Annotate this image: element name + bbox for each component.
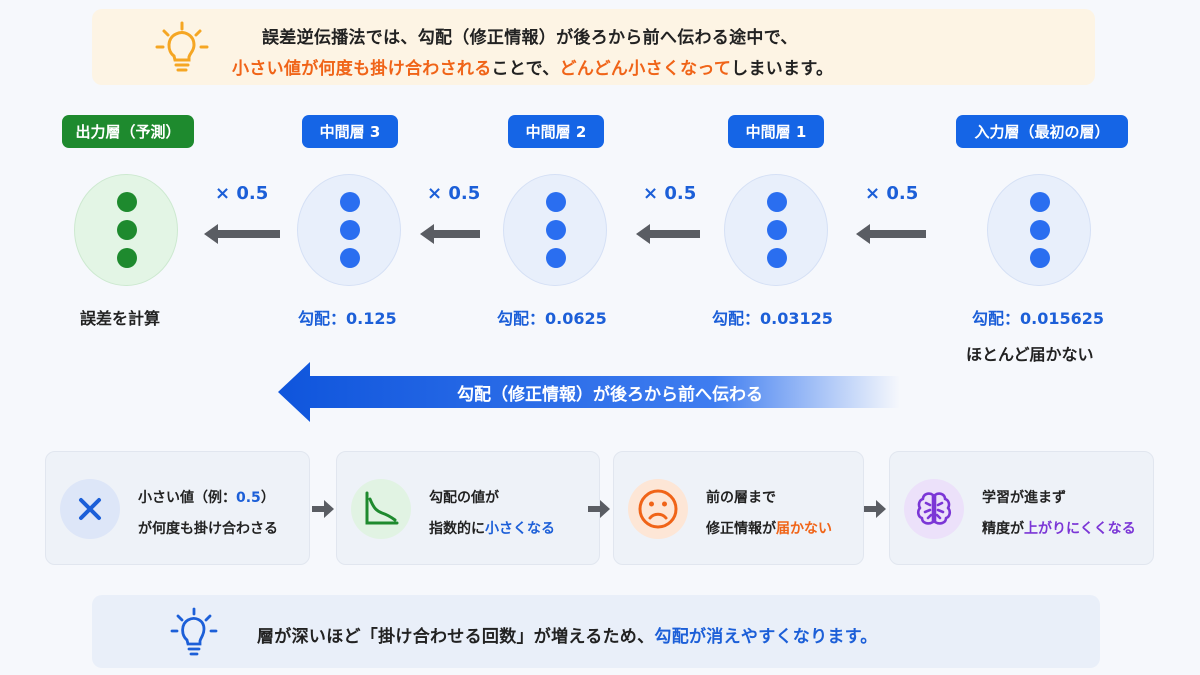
neuron-dot	[1030, 192, 1050, 212]
right-arrow-icon	[864, 500, 886, 518]
neuron-dot	[546, 192, 566, 212]
flow-step-2-line-2: 指数的に小さくなる	[429, 518, 555, 538]
neuron-dot	[117, 192, 137, 212]
flow-step-1-example-value: 0.5	[236, 490, 261, 506]
banner-highlight-2: どんどん小さくなって	[559, 59, 732, 79]
decreasing-chart-icon	[351, 479, 411, 539]
input-layer-gradient: 勾配：0.015625	[972, 309, 1105, 328]
left-arrow-icon	[856, 224, 926, 244]
hidden-layer-1-gradient: 勾配：0.03125	[712, 309, 833, 328]
flow-step-4-line-2: 精度が上がりにくくなる	[982, 518, 1136, 538]
right-arrow-icon	[312, 500, 334, 518]
hidden-layer-3-node	[297, 174, 401, 286]
banner-line-1: 誤差逆伝播法では、勾配（修正情報）が後ろから前へ伝わる途中で、	[262, 28, 798, 48]
neuron-dot	[340, 248, 360, 268]
flow-step-1-line-2: が何度も掛け合わさる	[138, 521, 278, 537]
output-layer-label: 出力層（予測）	[62, 115, 194, 148]
footer-message: 層が深いほど「掛け合わせる回数」が増えるため、勾配が消えやすくなります。	[257, 622, 878, 647]
close-icon	[60, 479, 120, 539]
input-layer-node	[987, 174, 1091, 286]
flow-step-2-line-1: 勾配の値が	[429, 490, 499, 506]
hidden-layer-1-node	[724, 174, 828, 286]
neuron-dot	[767, 192, 787, 212]
multiplier-label: × 0.5	[215, 183, 269, 204]
multiplier-label: × 0.5	[643, 183, 697, 204]
flow-step-2-text-a: 指数的に	[429, 521, 485, 537]
flow-step-1-card: 小さい値（例：0.5） が何度も掛け合わさる	[45, 451, 310, 565]
hidden-layer-3-gradient: 勾配：0.125	[298, 309, 397, 328]
flow-step-3-line-2: 修正情報が届かない	[706, 518, 832, 538]
right-arrow-icon	[588, 500, 610, 518]
left-arrow-icon	[204, 224, 280, 244]
neuron-dot	[767, 248, 787, 268]
hidden-layer-1-label: 中間層 1	[728, 115, 824, 148]
multiplier-label: × 0.5	[427, 183, 481, 204]
hidden-layer-2-gradient: 勾配：0.0625	[497, 309, 607, 328]
footer-highlight: 勾配が消えやすくなります。	[654, 627, 878, 647]
flow-step-2-card: 勾配の値が 指数的に小さくなる	[336, 451, 600, 565]
banner-text-4: しまいます。	[731, 59, 834, 79]
neuron-dot	[340, 220, 360, 240]
flow-step-3-line-1: 前の層まで	[706, 490, 776, 506]
left-arrow-icon	[636, 224, 700, 244]
sad-face-icon	[628, 479, 688, 539]
neuron-dot	[117, 248, 137, 268]
hidden-layer-2-node	[503, 174, 607, 286]
flow-step-1-text-a: 小さい値（例：	[138, 490, 236, 506]
backprop-arrow-label: 勾配（修正情報）が後ろから前へ伝わる	[457, 385, 763, 405]
brain-icon	[904, 479, 964, 539]
flow-step-4-text-a: 精度が	[982, 521, 1024, 537]
flow-step-3-card: 前の層まで 修正情報が届かない	[613, 451, 864, 565]
neuron-dot	[546, 220, 566, 240]
backprop-direction-arrow	[278, 362, 900, 422]
footer-text-a: 層が深いほど「掛け合わせる回数」が増えるため、	[257, 627, 655, 647]
neuron-dot	[117, 220, 137, 240]
banner-line-2: 小さい値が何度も掛け合わされることで、どんどん小さくなってしまいます。	[232, 54, 952, 79]
output-layer-node	[74, 174, 178, 286]
flow-step-3-text-a: 修正情報が	[706, 521, 776, 537]
banner-text-2: ことで、	[491, 59, 560, 79]
flow-step-1-text-c: ）	[260, 490, 275, 506]
lightbulb-icon	[170, 607, 218, 656]
neuron-dot	[1030, 220, 1050, 240]
hidden-layer-3-label: 中間層 3	[302, 115, 398, 148]
flow-step-4-highlight: 上がりにくくなる	[1024, 521, 1136, 537]
left-arrow-icon	[420, 224, 480, 244]
neuron-dot	[340, 192, 360, 212]
input-note: ほとんど届かない	[966, 345, 1094, 364]
banner-highlight-1: 小さい値が何度も掛け合わされる	[232, 59, 492, 79]
flow-step-4-line-1: 学習が進まず	[982, 490, 1066, 506]
neuron-dot	[767, 220, 787, 240]
top-banner: 誤差逆伝播法では、勾配（修正情報）が後ろから前へ伝わる途中で、 小さい値が何度も…	[92, 9, 1095, 85]
input-layer-label: 入力層（最初の層）	[956, 115, 1128, 148]
flow-step-4-card: 学習が進まず 精度が上がりにくくなる	[889, 451, 1154, 565]
flow-step-1-line-1: 小さい値（例：0.5）	[138, 487, 275, 507]
multiplier-label: × 0.5	[865, 183, 919, 204]
flow-step-3-highlight: 届かない	[776, 521, 832, 537]
lightbulb-icon	[155, 21, 209, 72]
neuron-dot	[546, 248, 566, 268]
neuron-dot	[1030, 248, 1050, 268]
hidden-layer-2-label: 中間層 2	[508, 115, 604, 148]
bottom-banner: 層が深いほど「掛け合わせる回数」が増えるため、勾配が消えやすくなります。	[92, 595, 1100, 668]
output-note: 誤差を計算	[80, 309, 161, 328]
flow-step-2-highlight: 小さくなる	[485, 521, 555, 537]
